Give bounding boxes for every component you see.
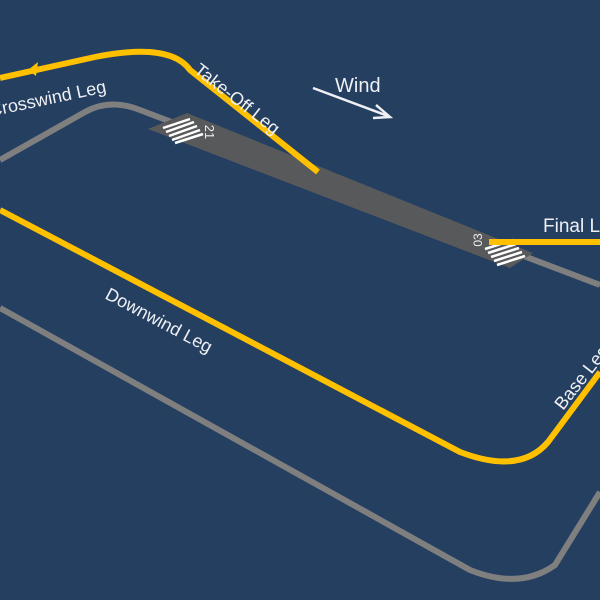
- runway-number-21: 21: [202, 125, 217, 139]
- runway: [148, 113, 533, 268]
- downwind-base-path: [0, 207, 600, 465]
- direction-arrow-icon: [28, 62, 38, 76]
- threshold-markings-21: [162, 117, 204, 145]
- crosswind-takeoff-path: [0, 48, 320, 175]
- wind-arrow-icon: [312, 86, 394, 120]
- runway-number-03: 03: [471, 233, 485, 247]
- outer-track-lower: [0, 305, 600, 582]
- outer-track-upper: [0, 101, 600, 288]
- wind-label: Wind: [335, 75, 381, 97]
- final-leg-label: Final Leg: [543, 216, 600, 237]
